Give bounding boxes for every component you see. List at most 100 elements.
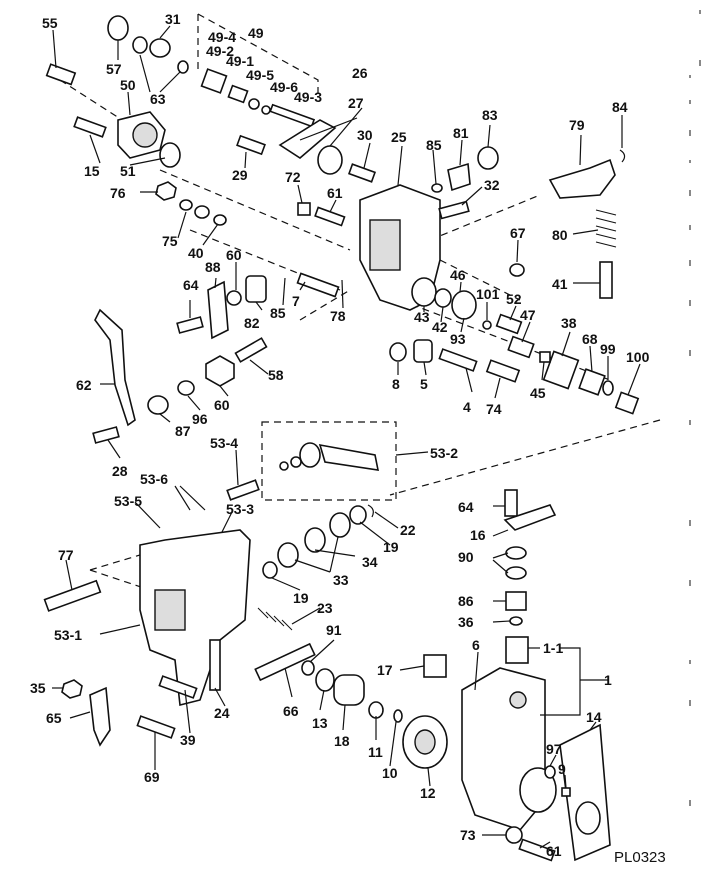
label: 99 (600, 341, 616, 357)
label: 75 (162, 233, 178, 249)
label: 36 (458, 614, 474, 630)
label: 61 (327, 185, 343, 201)
label: 29 (232, 167, 248, 183)
label: 31 (165, 11, 181, 27)
label: 72 (285, 169, 301, 185)
label: 14 (586, 709, 602, 725)
label: 11 (368, 744, 383, 760)
label: 13 (312, 715, 328, 731)
label: 86 (458, 593, 474, 609)
label: 38 (561, 315, 577, 331)
label: 63 (150, 91, 166, 107)
label: 32 (484, 177, 500, 193)
label: 1 (604, 672, 612, 688)
label: 53-4 (210, 435, 238, 451)
label: 49-5 (246, 67, 274, 83)
label: 12 (420, 785, 436, 801)
label: 60 (226, 247, 242, 263)
label: 96 (192, 411, 208, 427)
label: 47 (520, 307, 536, 323)
label: 73 (460, 827, 476, 843)
label: 51 (120, 163, 136, 179)
label: 49-1 (226, 53, 254, 69)
label: 19 (383, 539, 399, 555)
label: 58 (268, 367, 284, 383)
label: 52 (506, 291, 522, 307)
label: 30 (357, 127, 373, 143)
label: 93 (450, 331, 466, 347)
label: 43 (414, 309, 430, 325)
label: 77 (58, 547, 74, 563)
label: 40 (188, 245, 204, 261)
label: 27 (348, 95, 364, 111)
label: 18 (334, 733, 350, 749)
label: 39 (180, 732, 196, 748)
label: 1-1 (543, 640, 563, 656)
label: 80 (552, 227, 568, 243)
label: 88 (205, 259, 221, 275)
label: 19 (293, 590, 309, 606)
label: 9 (558, 761, 566, 777)
label: 87 (175, 423, 191, 439)
label: 65 (46, 710, 62, 726)
label: 49 (248, 25, 264, 41)
label: 5 (420, 376, 428, 392)
label: 81 (453, 125, 469, 141)
label: 10 (382, 765, 398, 781)
label: 64 (183, 277, 199, 293)
label: 101 (476, 286, 500, 302)
leader-lines (52, 25, 641, 849)
label: 42 (432, 319, 448, 335)
label: 74 (486, 401, 502, 417)
label: 61 (546, 843, 562, 859)
label: 68 (582, 331, 598, 347)
label: 17 (377, 662, 393, 678)
label: 25 (391, 129, 407, 145)
edge-marks (689, 10, 701, 806)
label: 57 (106, 61, 122, 77)
label: 91 (326, 622, 342, 638)
label: 53-6 (140, 471, 168, 487)
label: 33 (333, 572, 349, 588)
label: 49-2 (206, 43, 234, 59)
label: 79 (569, 117, 585, 133)
part-labels: 55 31 49 57 49-4 49-2 49-1 49-5 49-6 49-… (30, 11, 650, 859)
label: 66 (283, 703, 299, 719)
label: 7 (292, 293, 300, 309)
label: 67 (510, 225, 526, 241)
label: 60 (214, 397, 230, 413)
label: 34 (362, 554, 378, 570)
label: 46 (450, 267, 466, 283)
label: 49-4 (208, 29, 236, 45)
label: 53-3 (226, 501, 254, 517)
label: 84 (612, 99, 628, 115)
label: 49-6 (270, 79, 298, 95)
label: 78 (330, 308, 346, 324)
label: 100 (626, 349, 650, 365)
label: 97 (546, 741, 562, 757)
label: 64 (458, 499, 474, 515)
label: 35 (30, 680, 46, 696)
label: 49-3 (294, 89, 322, 105)
label: 62 (76, 377, 92, 393)
label: 76 (110, 185, 126, 201)
label: 53-2 (430, 445, 458, 461)
label: 55 (42, 15, 58, 31)
label: 90 (458, 549, 474, 565)
label: 53-5 (114, 493, 142, 509)
label: 28 (112, 463, 128, 479)
label: 85 (270, 305, 286, 321)
label: 69 (144, 769, 160, 785)
label: 50 (120, 77, 136, 93)
label: 41 (552, 276, 568, 292)
label: 16 (470, 527, 486, 543)
diagram-code: PL0323 (614, 849, 666, 866)
label: 85 (426, 137, 442, 153)
label: 24 (214, 705, 230, 721)
label: 53-1 (54, 627, 82, 643)
label: 6 (472, 637, 480, 653)
label: 26 (352, 65, 368, 81)
label: 4 (463, 399, 471, 415)
label: 23 (317, 600, 333, 616)
